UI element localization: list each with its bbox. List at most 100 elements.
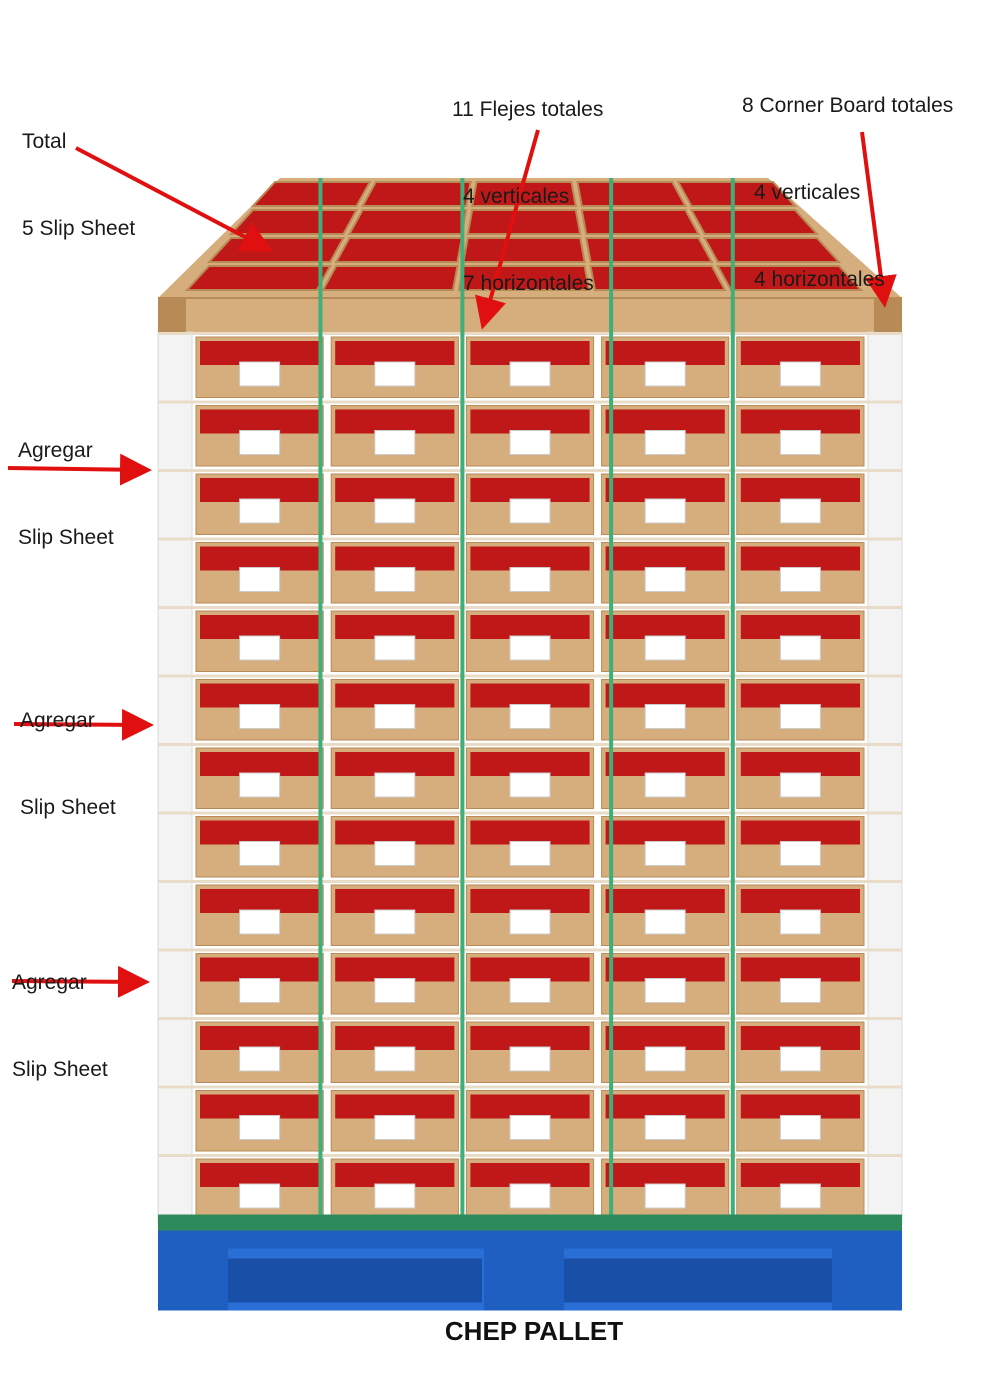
vertical-straps	[318, 178, 735, 1226]
row-divider	[158, 811, 902, 815]
box-label	[644, 1115, 686, 1140]
bottom-slip-sheet	[158, 1214, 902, 1231]
box-label	[374, 567, 416, 592]
box-label	[509, 635, 551, 661]
top-box	[360, 181, 472, 207]
strawberry-window	[740, 615, 860, 639]
box-label	[374, 978, 416, 1003]
top-box	[321, 265, 459, 291]
row-divider	[158, 1085, 902, 1089]
box-label	[509, 704, 551, 729]
strawberry-window	[470, 615, 590, 639]
strawberry-window	[335, 889, 455, 913]
box-label	[239, 978, 281, 1003]
box-label	[644, 1046, 686, 1072]
strawberry-window	[605, 957, 725, 982]
box-label	[779, 978, 821, 1003]
strawberry-window	[740, 889, 860, 913]
row-divider	[158, 880, 902, 883]
strawberry-window	[470, 889, 590, 913]
strawberry-window	[335, 683, 455, 708]
row-divider	[158, 469, 902, 472]
pallet-top-layer	[158, 178, 902, 332]
right-corner-board	[867, 331, 903, 1223]
box-label	[239, 841, 281, 866]
strawberry-window	[605, 341, 725, 365]
box-label	[374, 772, 416, 798]
strawberry-window	[200, 957, 320, 982]
add-slip-label-1: Agregar Slip Sheet	[18, 439, 114, 549]
box-label	[239, 772, 281, 798]
strawberry-window	[200, 478, 320, 502]
box-label	[374, 1046, 416, 1072]
row-divider	[158, 606, 902, 609]
box-label	[509, 978, 551, 1003]
strawberry-window	[470, 1026, 590, 1050]
strawberry-window	[605, 889, 725, 913]
strawberry-window	[605, 820, 725, 845]
pallet-opening	[228, 1258, 482, 1303]
box-label	[239, 1183, 281, 1209]
strawberry-window	[740, 957, 860, 982]
chep-pallet-base	[158, 1214, 902, 1311]
strawberry-window	[605, 478, 725, 502]
strawberry-window	[740, 478, 860, 502]
strawberry-window	[740, 409, 860, 434]
slip-total-arrow	[75, 146, 274, 252]
pallet-opening	[564, 1258, 832, 1303]
box-label	[644, 498, 686, 524]
box-label	[779, 635, 821, 661]
box-label	[779, 1183, 821, 1209]
strawberry-window	[200, 820, 320, 845]
strawberry-window	[470, 957, 590, 982]
box-label	[374, 635, 416, 661]
top-box	[250, 181, 372, 207]
slip-total-label: Total 5 Slip Sheet	[22, 130, 136, 240]
pallet-deck	[158, 1230, 902, 1249]
strawberry-window	[335, 409, 455, 434]
strawberry-window	[740, 1026, 860, 1050]
box-label	[509, 1046, 551, 1072]
corner-boards	[157, 298, 903, 1223]
box-label	[779, 567, 821, 592]
box-label	[644, 430, 686, 455]
strawberry-window	[200, 889, 320, 913]
box-label	[509, 772, 551, 798]
row-divider	[158, 1154, 902, 1157]
top-box	[347, 209, 468, 235]
box-label	[509, 841, 551, 866]
top-box	[576, 181, 688, 207]
strawberry-window	[605, 1094, 725, 1119]
strawberry-window	[470, 820, 590, 845]
strawberry-window	[200, 409, 320, 434]
strawberry-window	[335, 1094, 455, 1119]
top-box	[589, 265, 727, 291]
strawberry-window	[200, 615, 320, 639]
strawberry-window	[470, 1163, 590, 1187]
box-label	[644, 772, 686, 798]
box-label	[374, 361, 416, 387]
box-label	[239, 909, 281, 935]
strawberry-window	[335, 957, 455, 982]
box-label	[374, 909, 416, 935]
box-label	[644, 361, 686, 387]
box-label	[779, 1046, 821, 1072]
box-label	[779, 498, 821, 524]
top-edge	[158, 298, 902, 332]
strawberry-window	[605, 683, 725, 708]
box-label	[239, 498, 281, 524]
box-label	[644, 567, 686, 592]
add-slip-arrow-1	[7, 453, 152, 486]
box-label	[779, 772, 821, 798]
strawberry-window	[605, 1026, 725, 1050]
strawberry-window	[470, 341, 590, 365]
pallet-block	[158, 1248, 228, 1311]
top-box	[184, 265, 332, 291]
box-label	[374, 841, 416, 866]
box-label	[374, 704, 416, 729]
row-divider	[158, 1017, 902, 1020]
box-label	[509, 498, 551, 524]
strawberry-window	[200, 1026, 320, 1050]
top-box	[462, 237, 586, 263]
strawberry-window	[740, 341, 860, 365]
